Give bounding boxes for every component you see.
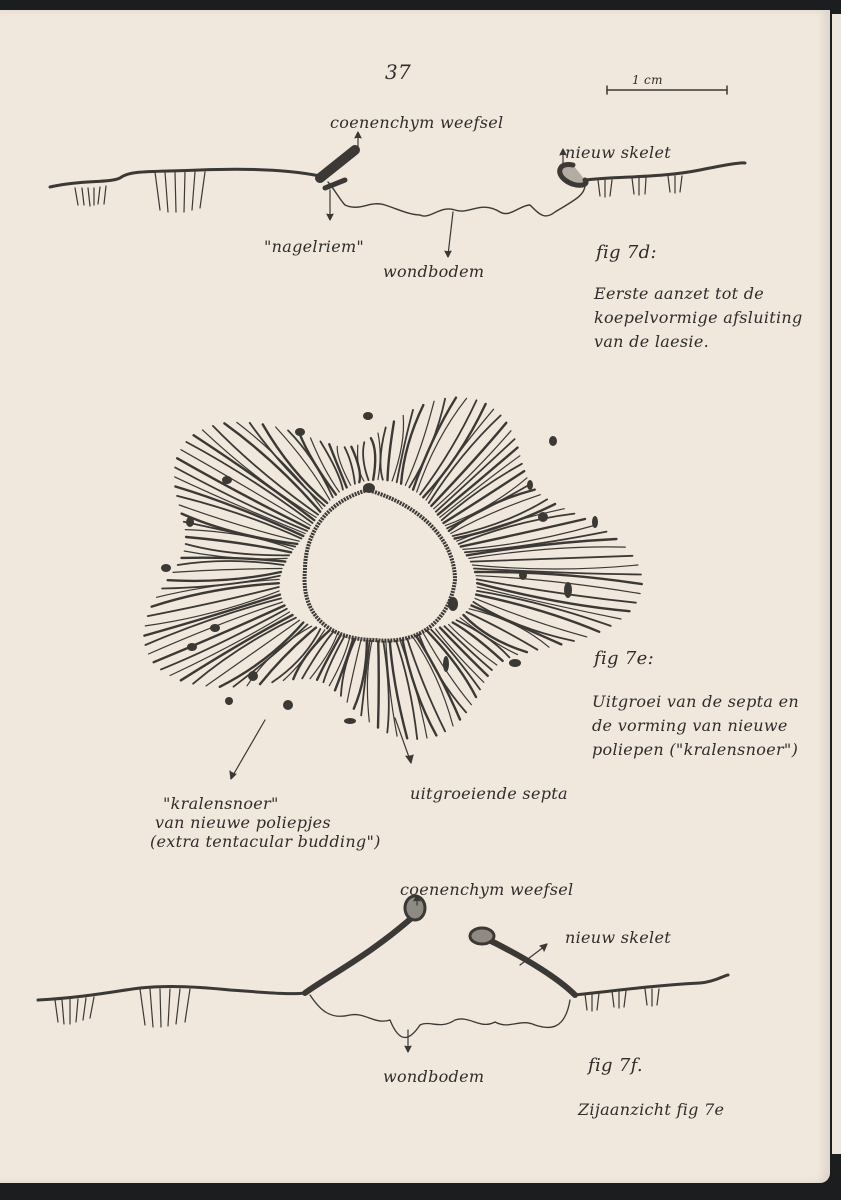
new-polyp-dots [161,412,598,724]
fig-7f-caption-title: fig 7f. [588,1055,643,1076]
fig-7e-caption-title: fig 7e: [594,648,654,669]
fig-7e-label-kralensnoer: "kralensnoer" [163,794,279,813]
fig-7d-label-wondbodem: wondbodem [383,262,485,281]
fig-7d-caption-title: fig 7d: [596,242,657,263]
fig-7d-label-nagelriem: "nagelriem" [264,237,365,256]
fig-7d-drawing [48,131,747,258]
fig-7e-label-kralensnoer-line2: van nieuwe poliepjes [155,813,331,832]
fig-7f-label-wondbodem: wondbodem [383,1067,485,1086]
figure-drawings [36,85,747,1053]
document-page: 37 1 cm coenenchym weefsel nieuw skelet … [0,10,830,1183]
fig-7e-drawing [143,396,643,780]
next-page-edge [832,14,841,1154]
scale-bar [606,85,728,95]
scale-bar-label: 1 cm [632,73,663,87]
fig-7d-label-coenenchym: coenenchym weefsel [330,113,504,132]
fig-7d-caption-text: Eerste aanzet tot de koepelvormige afslu… [594,284,803,351]
fig-7e-label-kralensnoer-line3: (extra tentacular budding") [150,832,381,851]
fig-7e-caption-text: Uitgroei van de septa en de vorming van … [592,692,799,759]
fig-7f-label-nieuw-skelet: nieuw skelet [565,928,671,947]
fig-7f-caption-text: Zijaanzicht fig 7e [578,1100,725,1119]
fig-7f-drawing [36,894,730,1053]
fig-7f-label-coenenchym: coenenchym weefsel [400,880,574,899]
fig-7d-label-nieuw-skelet: nieuw skelet [565,143,671,162]
fig-7e-label-uitgroeiende-septa: uitgroeiende septa [410,784,568,803]
page-number: 37 [385,60,412,84]
